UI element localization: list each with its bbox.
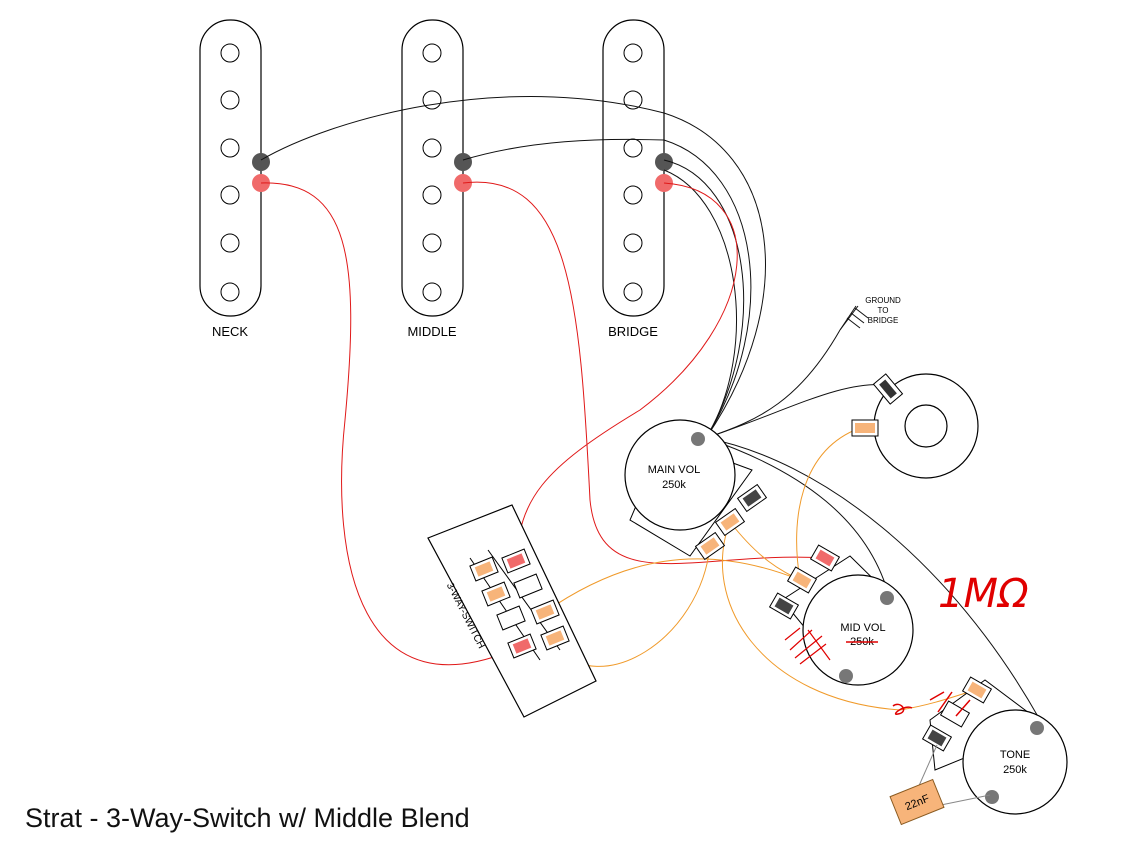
main-vol-lugs xyxy=(694,483,768,561)
ground-label-line3: BRIDGE xyxy=(868,316,899,325)
pot-main-vol: MAIN VOL 250k xyxy=(624,419,768,561)
ground-label-line1: GROUND xyxy=(865,296,901,305)
ground-label-line2: TO xyxy=(878,306,889,315)
pickup-bridge-label: BRIDGE xyxy=(608,324,658,339)
switch-lugs xyxy=(469,548,570,661)
pickup-middle: MIDDLE xyxy=(401,19,472,339)
pickup-middle-label: MIDDLE xyxy=(407,324,456,339)
ground-wires xyxy=(260,96,1041,721)
main-vol-value: 250k xyxy=(662,479,686,491)
pot-mid-vol: MID VOL 250k xyxy=(768,544,914,686)
bridge-ground-lug xyxy=(655,153,673,171)
pot-tone: TONE 250k xyxy=(892,676,1068,815)
tone-handwritten-mark xyxy=(892,691,971,717)
output-jack xyxy=(851,373,979,479)
capacitor: 22nF xyxy=(889,744,991,826)
middle-ground-lug xyxy=(454,153,472,171)
mid-vol-resistance-annotation: 1MΩ xyxy=(938,571,1029,617)
tone-value: 250k xyxy=(1003,764,1027,776)
mid-vol-handwritten-resistor-mark xyxy=(784,627,831,665)
three-way-switch: 3-WAY-SWITCH xyxy=(427,504,597,718)
mid-vol-lugs xyxy=(768,544,841,620)
tone-name: TONE xyxy=(1000,749,1030,761)
pickup-neck: NECK xyxy=(199,19,270,339)
main-vol-name: MAIN VOL xyxy=(648,464,701,476)
tone-lugs xyxy=(921,676,993,752)
mid-vol-name: MID VOL xyxy=(840,622,885,634)
hot-wires xyxy=(260,181,826,666)
pickup-neck-label: NECK xyxy=(212,324,248,339)
ground-to-bridge: GROUND TO BRIDGE xyxy=(839,296,901,331)
pickup-bridge: BRIDGE xyxy=(602,19,673,339)
neck-ground-lug xyxy=(252,153,270,171)
diagram-title: Strat - 3-Way-Switch w/ Middle Blend xyxy=(25,803,470,833)
